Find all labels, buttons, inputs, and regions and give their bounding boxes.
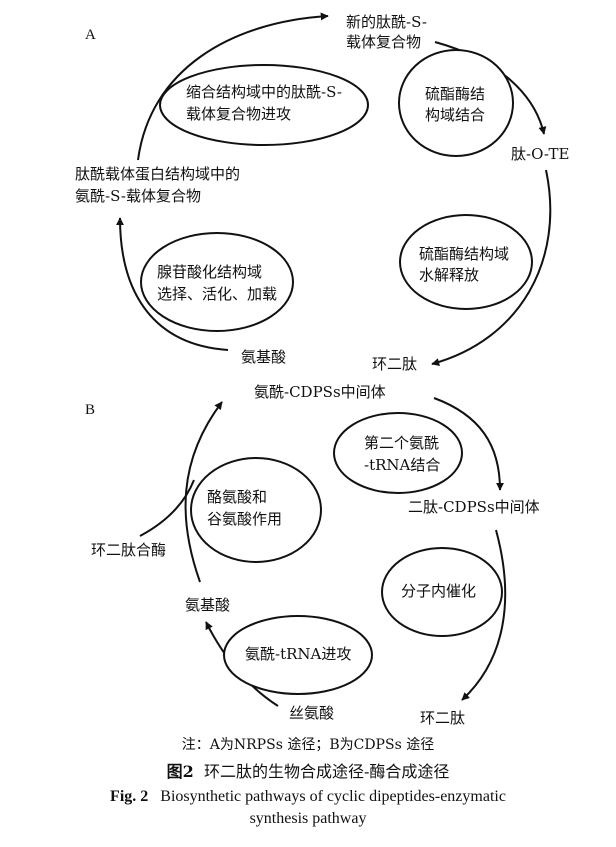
ellipse-second-trna bbox=[333, 412, 463, 494]
arrow-b-synthase bbox=[139, 479, 195, 537]
node-serine: 丝氨酸 bbox=[289, 704, 335, 722]
node-a-cyclic-dipeptide: 环二肽 bbox=[372, 355, 418, 373]
node-aminoacyl-complex-line1: 肽酰载体蛋白结构域中的 bbox=[75, 165, 241, 183]
arrow-a-right-top bbox=[434, 41, 547, 135]
caption-en-text-line1: Biosynthetic pathways of cyclic dipeptid… bbox=[160, 788, 506, 805]
ellipse-trna-attack bbox=[223, 615, 373, 695]
ellipse-tyr-glu bbox=[190, 457, 322, 563]
step-second-trna-line2: -tRNA结合 bbox=[364, 456, 441, 474]
figure-note: 注：A为NRPSs 途径；B为CDPSs 途径 bbox=[181, 737, 435, 753]
node-b-cyclic-dipeptide: 环二肽 bbox=[420, 709, 466, 727]
arrow-a-left-bottom bbox=[116, 217, 229, 351]
step-tyr-glu-line1: 酪氨酸和 bbox=[207, 488, 268, 506]
ellipse-adenylation bbox=[140, 232, 294, 332]
step-adenylation-line2: 选择、活化、加载 bbox=[157, 285, 278, 303]
caption-en-line2: synthesis pathway bbox=[249, 810, 367, 827]
caption-en-fig: Fig. 2 bbox=[110, 788, 149, 805]
node-synthase: 环二肽合酶 bbox=[91, 541, 167, 559]
step-thioesterase-hydrolysis-line1: 硫酯酶结构域 bbox=[419, 245, 510, 263]
ellipse-intramolecular bbox=[381, 547, 503, 637]
panel-label-b: B bbox=[85, 402, 96, 418]
step-adenylation-line1: 腺苷酸化结构域 bbox=[157, 263, 263, 281]
arrow-b-left bbox=[184, 401, 223, 583]
step-trna-attack: 氨酰-tRNA进攻 bbox=[245, 645, 352, 663]
step-thioesterase-bind-line2: 构域结合 bbox=[425, 106, 486, 124]
node-aminoacyl-cdps: 氨酰-CDPSs中间体 bbox=[254, 383, 386, 401]
caption-en-line1: Fig. 2 Biosynthetic pathways of cyclic d… bbox=[0, 786, 616, 808]
ellipse-thioesterase-hydrolysis bbox=[399, 214, 533, 310]
node-b-amino-acid: 氨基酸 bbox=[185, 596, 231, 614]
step-intramolecular: 分子内催化 bbox=[401, 582, 477, 600]
step-tyr-glu-line2: 谷氨酸作用 bbox=[207, 510, 283, 528]
node-aminoacyl-complex-line2: 氨酰-S-载体复合物 bbox=[75, 187, 201, 205]
step-condensation-line1: 缩合结构域中的肽酰-S- bbox=[186, 83, 342, 101]
node-new-complex-line2: 载体复合物 bbox=[346, 33, 422, 51]
step-condensation-line2: 载体复合物进攻 bbox=[186, 105, 292, 123]
ellipse-thioesterase-bind bbox=[398, 49, 514, 157]
arrow-a-top bbox=[137, 12, 329, 161]
node-a-amino-acid: 氨基酸 bbox=[241, 348, 287, 366]
node-dipeptidyl-cdps: 二肽-CDPSs中间体 bbox=[408, 498, 540, 516]
panel-label-a: A bbox=[85, 27, 96, 43]
node-new-complex-line1: 新的肽酰-S- bbox=[346, 13, 427, 31]
node-peptide-ote: 肽-O-TE bbox=[511, 145, 570, 163]
caption-cn: 图2 环二肽的生物合成途径-酶合成途径 bbox=[0, 758, 616, 782]
ellipse-condensation bbox=[159, 64, 369, 146]
arrow-a-right-bottom bbox=[431, 169, 552, 366]
arrow-b-top bbox=[433, 397, 504, 491]
step-thioesterase-hydrolysis-line2: 水解释放 bbox=[419, 266, 480, 284]
step-second-trna-line1: 第二个氨酰 bbox=[364, 434, 440, 452]
step-thioesterase-bind-line1: 硫酯酶结 bbox=[425, 85, 486, 103]
caption-cn-text: 环二肽的生物合成途径-酶合成途径 bbox=[203, 762, 450, 781]
arrow-b-right bbox=[461, 529, 507, 701]
caption-cn-fig: 图2 bbox=[166, 762, 194, 781]
